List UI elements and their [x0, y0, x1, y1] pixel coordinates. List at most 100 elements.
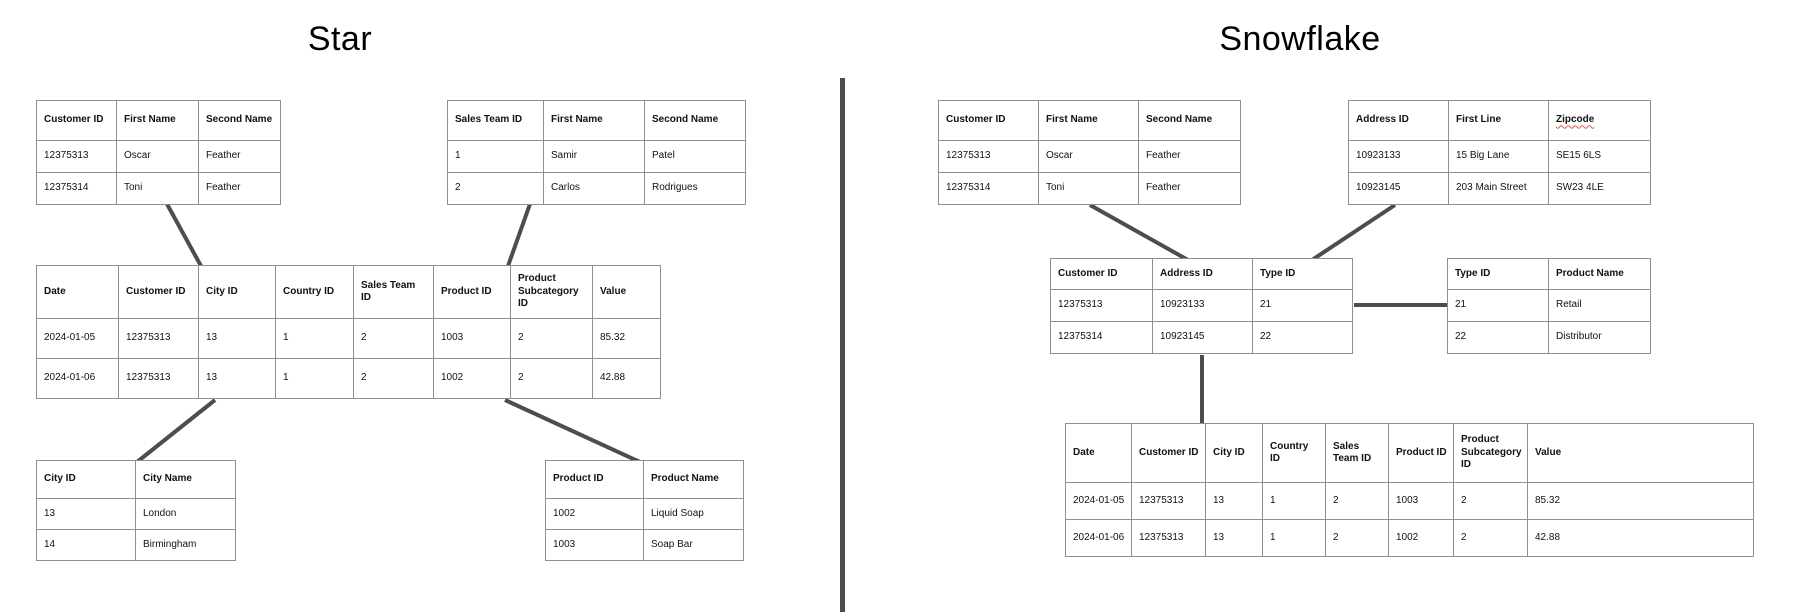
column-header: Customer ID: [938, 100, 1039, 141]
column-header: Sales Team ID: [353, 265, 434, 319]
table-cell: 2: [353, 358, 434, 399]
table-cell: Retail: [1548, 289, 1651, 322]
table-cell: 21: [1447, 289, 1549, 322]
table-cell: 12375313: [938, 140, 1039, 173]
table-cell: 2024-01-06: [1065, 519, 1132, 557]
table-cell: 2: [1325, 519, 1389, 557]
table-cell: 12375314: [36, 172, 117, 205]
section-divider: [840, 78, 845, 612]
table-cell: 10923133: [1152, 289, 1253, 322]
table-cell: Toni: [1038, 172, 1139, 205]
table-cell: 13: [198, 358, 276, 399]
column-header: First Name: [543, 100, 645, 141]
table-cell: Feather: [198, 140, 281, 173]
column-header: Customer ID: [1050, 258, 1153, 290]
table-cell: 1: [275, 358, 354, 399]
column-header: Sales Team ID: [1325, 423, 1389, 483]
column-header: First Name: [1038, 100, 1139, 141]
column-header: Address ID: [1348, 100, 1449, 141]
table-cell: SW23 4LE: [1548, 172, 1651, 205]
table-cell: 12375313: [36, 140, 117, 173]
table-cell: 1003: [1388, 482, 1454, 520]
table-cell: 21: [1252, 289, 1353, 322]
connector-star-fact-to-city: [135, 398, 217, 464]
table-cell: 2: [510, 358, 593, 399]
table-cell: 12375313: [118, 318, 199, 359]
table-cell: 14: [36, 529, 136, 561]
star-title: Star: [307, 20, 373, 58]
table-cell: 203 Main Street: [1448, 172, 1549, 205]
table-cell: Feather: [1138, 140, 1241, 173]
column-header: Product Subcategory ID: [510, 265, 593, 319]
column-header: Second Name: [644, 100, 746, 141]
table-cell: 15 Big Lane: [1448, 140, 1549, 173]
column-header: Value: [1527, 423, 1754, 483]
table-cell: Samir: [543, 140, 645, 173]
table-cell: 1002: [433, 358, 511, 399]
table-cell: 1: [1262, 519, 1326, 557]
table-cell: 10923145: [1348, 172, 1449, 205]
table-cell: 2024-01-05: [1065, 482, 1132, 520]
table-cell: Toni: [116, 172, 199, 205]
table-cell: Carlos: [543, 172, 645, 205]
table-cell: 85.32: [592, 318, 661, 359]
table-cell: 2: [353, 318, 434, 359]
table-cell: Oscar: [1038, 140, 1139, 173]
column-header: City ID: [36, 460, 136, 499]
column-header: Type ID: [1447, 258, 1549, 290]
table-cell: 1003: [545, 529, 644, 561]
table-cell: 13: [1205, 519, 1263, 557]
table-cell: 12375313: [1131, 519, 1206, 557]
table-cell: Birmingham: [135, 529, 236, 561]
table-cell: Distributor: [1548, 321, 1651, 354]
table-cell: 1002: [1388, 519, 1454, 557]
column-header: Product Subcategory ID: [1453, 423, 1528, 483]
column-header: City ID: [1205, 423, 1263, 483]
table-cell: 12375313: [118, 358, 199, 399]
table-cell: Liquid Soap: [643, 498, 744, 530]
table-cell: 22: [1447, 321, 1549, 354]
column-header: First Name: [116, 100, 199, 141]
table-cell: Rodrigues: [644, 172, 746, 205]
table-cell: Oscar: [116, 140, 199, 173]
table-cell: 42.88: [1527, 519, 1754, 557]
table-cell: Soap Bar: [643, 529, 744, 561]
column-header: Product ID: [545, 460, 644, 499]
table-cell: 12375314: [1050, 321, 1153, 354]
table-cell: SE15 6LS: [1548, 140, 1651, 173]
connector-snow-customer-to-bridge: [1089, 203, 1189, 262]
column-header: Country ID: [275, 265, 354, 319]
column-header: Product Name: [643, 460, 744, 499]
table-cell: Feather: [198, 172, 281, 205]
connector-star-customer-to-fact: [165, 203, 203, 267]
column-header: Product Name: [1548, 258, 1651, 290]
table-cell: 2: [510, 318, 593, 359]
table-cell: 13: [198, 318, 276, 359]
table-cell: 2: [1453, 519, 1528, 557]
connector-snow-address-to-bridge: [1310, 203, 1397, 262]
table-cell: 1002: [545, 498, 644, 530]
table-cell: 12375314: [938, 172, 1039, 205]
connector-star-salesteam-to-fact: [506, 203, 532, 267]
column-header: Country ID: [1262, 423, 1326, 483]
